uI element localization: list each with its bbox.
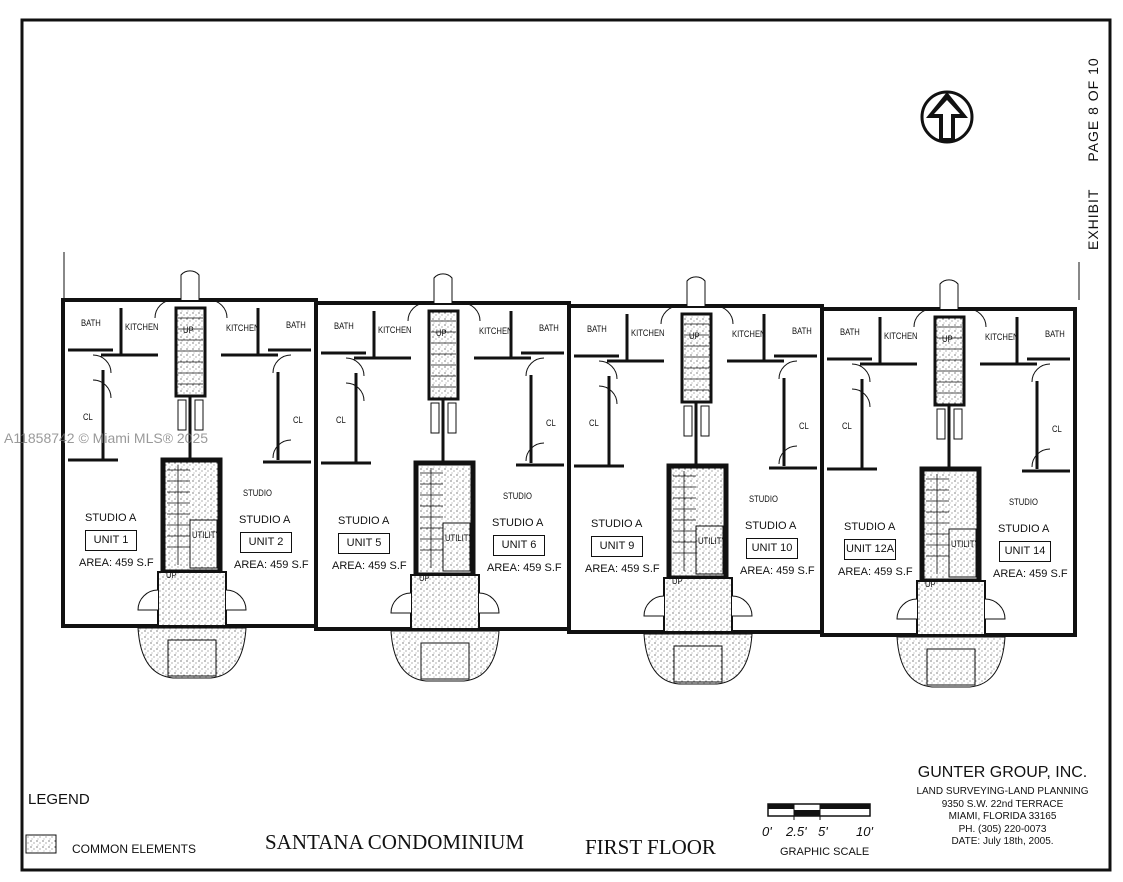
legend-common-elements: COMMON ELEMENTS: [72, 842, 197, 856]
room-label-kitchen: KITCHEN: [985, 332, 1019, 342]
north-arrow-icon: [920, 90, 974, 144]
unit-number-box: UNIT 2: [240, 532, 292, 553]
unit-area: AREA: 459 S.F: [332, 560, 407, 572]
project-title: SANTANA CONDOMINIUM: [265, 830, 525, 854]
room-label-kitchen: KITCHEN: [378, 325, 412, 335]
watermark: A11858742 © Miami MLS® 2025: [4, 430, 209, 446]
stair-label-up: UP: [689, 331, 700, 341]
unit-area: AREA: 459 S.F: [234, 559, 309, 571]
stair-label-up: UP: [419, 573, 430, 583]
room-label-kitchen: KITCHEN: [631, 328, 665, 338]
room-label-bath: BATH: [840, 327, 860, 337]
room-label-closet: CL: [336, 415, 346, 425]
company-phone: PH. (305) 220-0073: [958, 823, 1047, 835]
stair-label-up: UP: [166, 570, 177, 580]
unit-type: STUDIO A: [85, 512, 137, 524]
unit-type: STUDIO A: [492, 517, 544, 529]
unit-number-box: UNIT 14: [999, 541, 1051, 562]
unit-area: AREA: 459 S.F: [79, 557, 154, 569]
unit-area: AREA: 459 S.F: [993, 568, 1068, 580]
floor-title: FIRST FLOOR: [585, 835, 716, 859]
room-label-closet: CL: [83, 412, 93, 422]
room-label-utility: UTILITY: [951, 539, 980, 549]
legend-common-swatch: [25, 834, 57, 854]
company-name: GUNTER GROUP, INC.: [917, 764, 1088, 781]
sheet-border: [20, 18, 1112, 872]
stair-label-up: UP: [925, 579, 936, 589]
room-label-bath: BATH: [81, 318, 101, 328]
room-label-kitchen: KITCHEN: [226, 323, 260, 333]
stair-label-up: UP: [436, 328, 447, 338]
company-date: DATE: July 18th, 2005.: [951, 836, 1054, 847]
unit-area: AREA: 459 S.F: [740, 565, 815, 577]
room-label-kitchen: KITCHEN: [732, 329, 766, 339]
room-label-closet: CL: [293, 415, 303, 425]
scale-tick-3: 10': [856, 824, 873, 839]
room-label-bath: BATH: [286, 320, 306, 330]
room-label-closet: CL: [842, 421, 852, 431]
stair-label-up: UP: [672, 576, 683, 586]
room-label-bath: BATH: [587, 324, 607, 334]
unit-number-box: UNIT 10: [746, 538, 798, 559]
unit-type: STUDIO A: [591, 518, 643, 530]
unit-type: STUDIO A: [338, 515, 390, 527]
company-address2: MIAMI, FLORIDA 33165: [948, 811, 1057, 822]
graphic-scale-bar: [767, 803, 871, 820]
stair-label-up: UP: [942, 334, 953, 344]
room-label-kitchen: KITCHEN: [479, 326, 513, 336]
unit-type: STUDIO A: [998, 523, 1050, 535]
unit-number-box: UNIT 1: [85, 530, 137, 551]
exhibit-page-label: EXHIBIT PAGE 8 OF 10: [1085, 35, 1101, 250]
room-label-utility: UTILITY: [445, 533, 474, 543]
building-module: [820, 279, 1077, 688]
room-label-closet: CL: [799, 421, 809, 431]
unit-area: AREA: 459 S.F: [585, 563, 660, 575]
unit-type: STUDIO A: [844, 521, 896, 533]
scale-label: GRAPHIC SCALE: [780, 846, 870, 858]
scale-tick-1: 2.5': [786, 824, 807, 839]
room-label-bath: BATH: [1045, 329, 1065, 339]
unit-number-box: UNIT 5: [338, 533, 390, 554]
room-label-kitchen: KITCHEN: [125, 322, 159, 332]
title-block: GUNTER GROUP, INC. LAND SURVEYING-LAND P…: [905, 762, 1100, 849]
unit-number-box: UNIT 6: [493, 535, 545, 556]
building-module: [61, 270, 318, 679]
room-label-utility: UTILITY: [192, 530, 221, 540]
scale-tick-0: 0': [762, 824, 772, 839]
room-label-bath: BATH: [792, 326, 812, 336]
legend-title: LEGEND: [28, 791, 90, 808]
room-label-utility: UTILITY: [698, 536, 727, 546]
page-number: PAGE 8 OF 10: [1085, 57, 1101, 162]
company-address1: 9350 S.W. 22nd TERRACE: [941, 798, 1064, 810]
room-label-closet: CL: [589, 418, 599, 428]
stair-label-up: UP: [183, 325, 194, 335]
scale-tick-2: 5': [818, 824, 828, 839]
room-label-kitchen: KITCHEN: [884, 331, 918, 341]
company-services: LAND SURVEYING-LAND PLANNING: [916, 786, 1089, 797]
room-label-closet: CL: [1052, 424, 1062, 434]
room-label-studio: STUDIO: [503, 491, 532, 501]
room-label-bath: BATH: [539, 323, 559, 333]
room-label-closet: CL: [546, 418, 556, 428]
unit-number-box: UNIT 9: [591, 536, 643, 557]
unit-type: STUDIO A: [745, 520, 797, 532]
unit-area: AREA: 459 S.F: [487, 562, 562, 574]
exhibit-text: EXHIBIT: [1085, 188, 1101, 250]
room-label-studio: STUDIO: [749, 494, 778, 504]
room-label-studio: STUDIO: [243, 488, 272, 498]
room-label-studio: STUDIO: [1009, 497, 1038, 507]
building-module: [314, 273, 571, 682]
room-label-bath: BATH: [334, 321, 354, 331]
unit-area: AREA: 459 S.F: [838, 566, 913, 578]
unit-number-box: UNIT 12A: [844, 539, 896, 560]
unit-type: STUDIO A: [239, 514, 291, 526]
